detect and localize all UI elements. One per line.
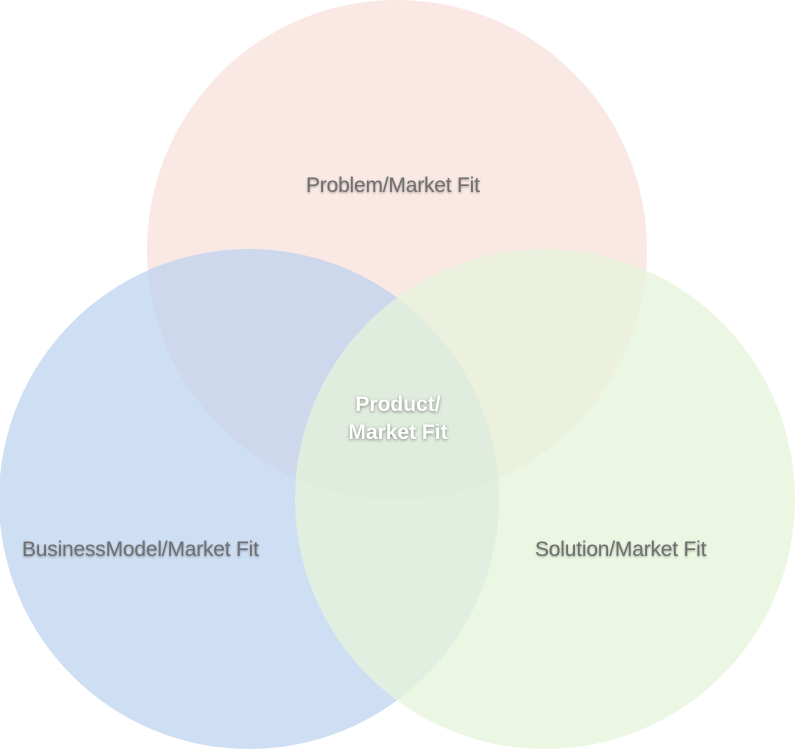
center-label-line-2: Market Fit: [348, 421, 448, 444]
center-label-line-1: Product/: [355, 393, 441, 416]
label-business-model-market-fit: BusinessModel/Market Fit: [22, 538, 259, 561]
circle-solution: [295, 249, 795, 749]
label-product-market-fit: Product/ Market Fit: [320, 391, 476, 447]
label-solution-market-fit: Solution/Market Fit: [535, 538, 707, 561]
label-problem-market-fit: Problem/Market Fit: [306, 174, 480, 197]
